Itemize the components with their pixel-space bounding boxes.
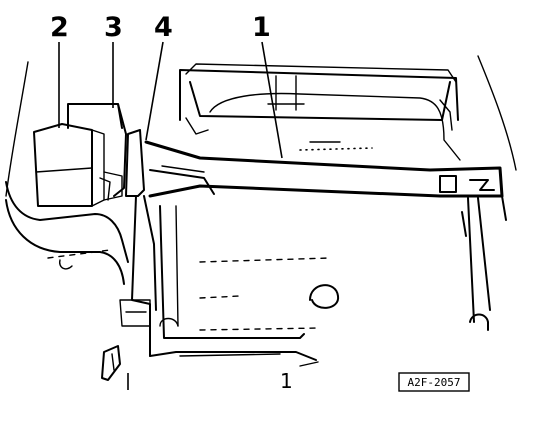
callout-1-bottom: 1 [280, 369, 293, 393]
radiator-top-lip [185, 63, 457, 83]
callout-1-top: 1 [252, 12, 271, 43]
radiator-top-frame [179, 69, 459, 121]
right-post-b [477, 197, 491, 311]
radiator-left-mount [185, 117, 209, 135]
panel-dashed-lower-left [199, 295, 241, 299]
leader-lines [58, 41, 283, 390]
radiator-assembly [179, 63, 461, 161]
callout-3: 3 [104, 12, 123, 43]
panel-bottom-rib [179, 353, 281, 357]
lower-left-bracket [101, 345, 121, 381]
housing-2-bracket [103, 171, 123, 201]
part-4-support [119, 129, 157, 357]
right-post-a [467, 197, 475, 323]
panel-round-opening [309, 284, 340, 309]
bracket-3-side [113, 103, 127, 197]
carrier-1-right-clip [439, 175, 457, 193]
support-4-leg-a [131, 195, 151, 357]
bracket-3-top [67, 103, 123, 129]
callout-4: 4 [154, 12, 173, 43]
panel-inner-left [175, 205, 179, 327]
callout-2: 2 [50, 12, 69, 43]
panel-dashed-upper [199, 257, 331, 263]
radiator-upper-tank [189, 81, 451, 121]
carrier-1-latch [469, 179, 495, 191]
bracket-lower-left [101, 345, 121, 381]
carrier-1-left-arm [149, 169, 215, 195]
support-4-foot [119, 299, 151, 327]
fender-upper-curve [5, 181, 129, 263]
panel-left-foot [159, 317, 179, 327]
right-side-edge [477, 55, 517, 171]
radiator-core-outline [209, 92, 461, 161]
leader-4 [145, 41, 164, 141]
fender-dashed-contour [47, 249, 111, 259]
right-body-side [467, 55, 517, 331]
panel-bottom-stub [299, 361, 319, 367]
housing-2-front [33, 123, 93, 207]
body-side-panel [5, 61, 129, 285]
leader-1-top [261, 41, 283, 159]
support-4-head [125, 129, 145, 197]
housing-2-midline [35, 167, 93, 173]
bracket-3-tab [99, 177, 111, 201]
panel-right-upper-stub [461, 211, 467, 237]
part-1-lock-carrier [144, 140, 504, 198]
carrier-1-dotted-trim [299, 147, 373, 151]
reference-code-frame [398, 372, 470, 392]
part-2-housing [33, 123, 123, 207]
housing-2-side [91, 129, 105, 207]
carrier-1-crossbar [144, 140, 504, 198]
part-3-bracket [67, 103, 127, 201]
lower-front-panel [149, 205, 467, 367]
reference-code-box: A2F-2057 [398, 372, 470, 392]
panel-dashed-bottom [199, 327, 321, 331]
radiator-right-mount [439, 99, 453, 131]
panel-bottom-edge [149, 351, 317, 361]
reference-code-text: A2F-2057 [408, 376, 461, 389]
bracket-lower-left-rib [111, 353, 115, 371]
support-4-leg-b [143, 195, 157, 311]
body-side-edge [5, 61, 29, 197]
right-side-drop [501, 195, 507, 221]
fender-lower-curve [5, 199, 125, 285]
carrier-1-left-arm-inner [161, 165, 205, 173]
fender-clip [58, 259, 73, 270]
right-post-foot [469, 313, 489, 331]
panel-left-frame [159, 205, 305, 339]
